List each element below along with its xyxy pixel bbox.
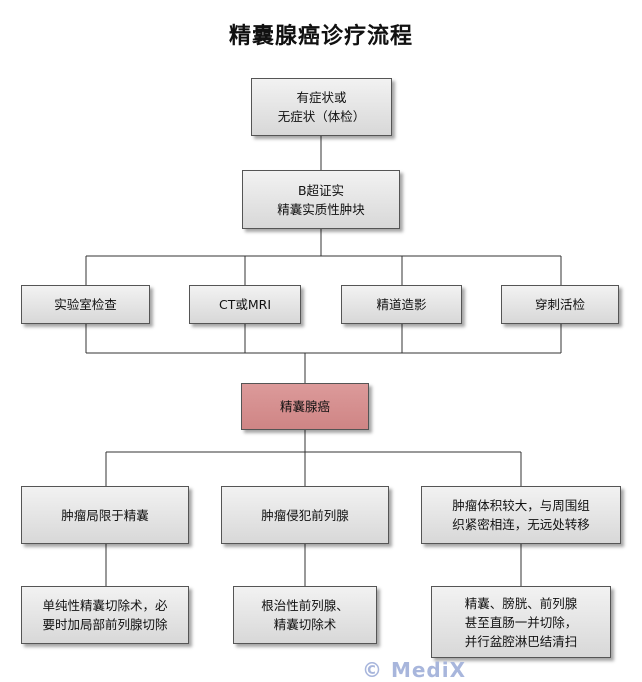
watermark: © MediX (362, 658, 467, 682)
node-label: 肿瘤局限于精囊 (61, 507, 149, 523)
node-label: 有症状或 无症状（体检） (277, 90, 366, 124)
node-diagnosis: 精囊腺癌 (241, 383, 369, 430)
node-label: 精囊腺癌 (279, 399, 330, 414)
node-label: B超证实 精囊实质性肿块 (277, 182, 365, 217)
node-vasography: 精道造影 (341, 285, 462, 324)
node-biopsy: 穿刺活检 (501, 285, 619, 324)
node-label: CT或MRI (218, 297, 272, 312)
node-tumor-limited: 肿瘤局限于精囊 (21, 486, 189, 544)
node-label: 单纯性精囊切除术，必 要时加局部前列腺切除 (42, 598, 168, 632)
node-treat-limited: 单纯性精囊切除术，必 要时加局部前列腺切除 (21, 586, 189, 644)
node-ultrasound: B超证实 精囊实质性肿块 (242, 170, 400, 229)
node-label: 穿刺活检 (534, 297, 585, 312)
node-treat-extended: 精囊、膀胱、前列腺 甚至直肠一并切除， 并行盆腔淋巴结清扫 (431, 586, 611, 658)
node-invades-prostate: 肿瘤侵犯前列腺 (221, 486, 389, 544)
node-large-adherent: 肿瘤体积较大，与周围组 织紧密相连，无远处转移 (421, 486, 621, 544)
node-label: 肿瘤体积较大，与周围组 织紧密相连，无远处转移 (452, 498, 590, 532)
node-label: 精道造影 (376, 297, 427, 312)
node-label: 精囊、膀胱、前列腺 甚至直肠一并切除， 并行盆腔淋巴结清扫 (464, 595, 578, 649)
node-ct-mri: CT或MRI (189, 285, 301, 324)
node-lab-tests: 实验室检查 (21, 285, 150, 324)
node-symptoms: 有症状或 无症状（体检） (251, 78, 392, 136)
node-label: 实验室检查 (54, 297, 117, 312)
node-label: 根治性前列腺、 精囊切除术 (261, 598, 349, 632)
node-treat-prostate: 根治性前列腺、 精囊切除术 (233, 586, 377, 644)
node-label: 肿瘤侵犯前列腺 (261, 507, 349, 523)
chart-title: 精囊腺癌诊疗流程 (228, 24, 413, 49)
